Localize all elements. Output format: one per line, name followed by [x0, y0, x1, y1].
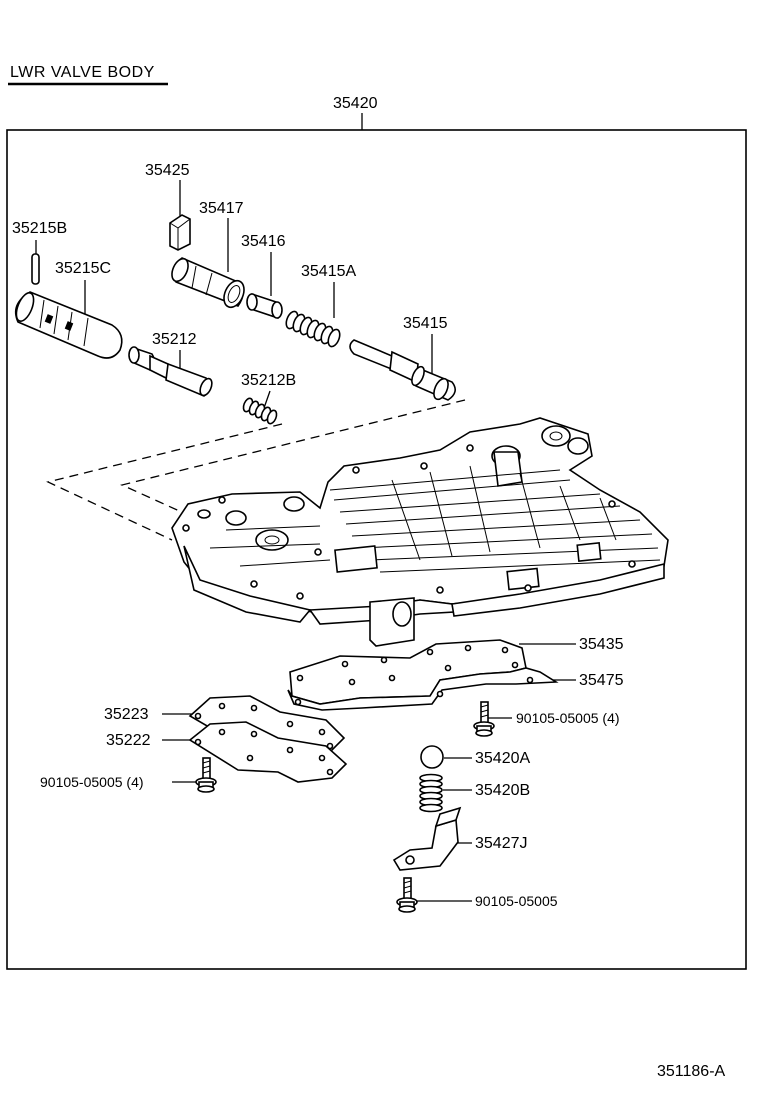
part-35222-plate	[188, 721, 348, 783]
part-35420b-spring	[419, 773, 443, 813]
part-35212b-spring	[242, 397, 278, 425]
part-35420a-ball	[420, 745, 444, 769]
label-35212: 35212	[152, 331, 197, 348]
label-35222: 35222	[106, 732, 151, 749]
bolt-right	[473, 701, 495, 737]
installation-dashed-lines	[46, 399, 466, 541]
part-35215b-pin	[31, 253, 40, 285]
label-35215c: 35215C	[55, 260, 111, 277]
figure-code: 351186-A	[657, 1063, 726, 1080]
label-bolt-bottom: 90105-05005	[475, 893, 558, 909]
label-35420a: 35420A	[475, 750, 530, 767]
assembly-number: 35420	[333, 95, 378, 112]
bolt-left	[195, 757, 217, 793]
label-35435: 35435	[579, 636, 624, 653]
label-35416: 35416	[241, 233, 286, 250]
part-35415-valve	[349, 339, 456, 401]
part-35417-piston	[171, 257, 245, 309]
part-35435-plate	[289, 639, 527, 705]
part-35427j-bracket	[392, 806, 462, 871]
label-35212b: 35212B	[241, 372, 296, 389]
assembly-frame	[6, 129, 747, 970]
label-35475: 35475	[579, 672, 624, 689]
diagram-title: LWR VALVE BODY	[10, 64, 155, 81]
part-35212-valve	[128, 346, 213, 397]
label-35417: 35417	[199, 200, 244, 217]
part-35425-block	[169, 214, 191, 251]
label-bolt-left: 90105-05005 (4)	[40, 774, 144, 790]
label-35215b: 35215B	[12, 220, 67, 237]
label-35420b: 35420B	[475, 782, 530, 799]
lower-valve-body	[171, 417, 669, 647]
label-35223: 35223	[104, 706, 149, 723]
part-35416-plug	[246, 293, 283, 319]
label-35425: 35425	[145, 162, 190, 179]
part-35415a-spring	[285, 310, 341, 348]
part-35475-plate	[287, 667, 559, 711]
leader-lines	[35, 180, 576, 902]
bolt-bottom	[396, 877, 418, 913]
label-bolt-right: 90105-05005 (4)	[516, 710, 620, 726]
label-35415: 35415	[403, 315, 448, 332]
label-35415a: 35415A	[301, 263, 356, 280]
label-35427j: 35427J	[475, 835, 528, 852]
part-35215c-sleeve	[14, 291, 123, 359]
